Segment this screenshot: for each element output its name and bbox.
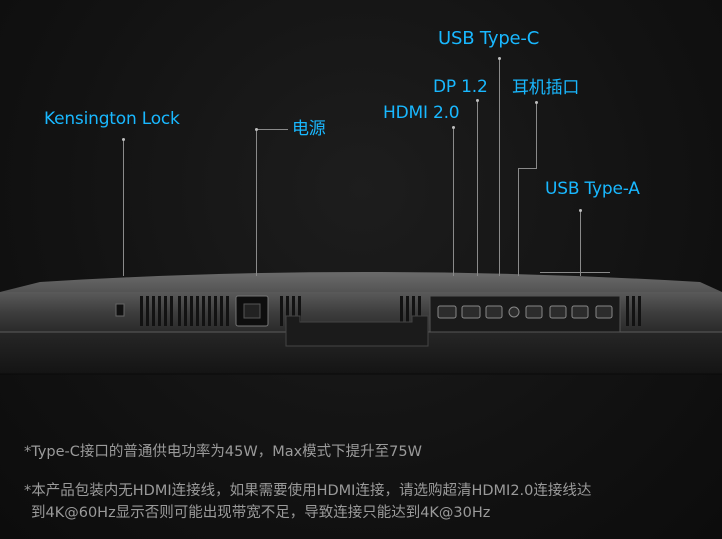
stand-mount bbox=[285, 315, 429, 347]
callout-headphone: 耳机插口 bbox=[512, 78, 580, 98]
vents-right bbox=[626, 296, 641, 326]
callout-usb-type-c: USB Type-C bbox=[438, 28, 540, 49]
leader-hdmi bbox=[453, 127, 454, 276]
note-line-3: 到4K@60Hz显示否则可能出现带宽不足，导致连接只能达到4K@30Hz bbox=[31, 505, 491, 521]
callout-dot bbox=[579, 209, 582, 212]
callout-dot bbox=[452, 126, 455, 129]
callout-usb-type-a: USB Type-A bbox=[545, 179, 640, 199]
callout-dot bbox=[535, 101, 538, 104]
leader-headphone-h bbox=[518, 168, 537, 169]
vents-middle bbox=[280, 296, 421, 326]
ports bbox=[437, 305, 613, 319]
callout-dot bbox=[476, 99, 479, 102]
leader-power-h bbox=[256, 129, 288, 130]
monitor-bottom-ports-illustration bbox=[0, 272, 722, 375]
callout-dp: DP 1.2 bbox=[433, 77, 488, 97]
callout-power: 电源 bbox=[292, 119, 326, 139]
callout-dot bbox=[498, 57, 501, 60]
leader-headphone-v1 bbox=[536, 102, 537, 168]
callout-hdmi: HDMI 2.0 bbox=[383, 103, 460, 123]
vents-left bbox=[140, 296, 229, 326]
leader-usb-c bbox=[499, 58, 500, 276]
callout-kensington: Kensington Lock bbox=[44, 109, 180, 129]
leader-kensington bbox=[123, 139, 124, 276]
callout-dot bbox=[255, 128, 258, 131]
callout-dot bbox=[122, 138, 125, 141]
note-line-1: *Type-C接口的普通供电功率为45W，Max模式下提升至75W bbox=[24, 444, 422, 460]
leader-headphone-v2 bbox=[518, 168, 519, 276]
kensington-slot bbox=[115, 303, 125, 317]
leader-usb-a bbox=[580, 210, 581, 276]
leader-dp bbox=[477, 100, 478, 276]
note-line-2: *本产品包装内无HDMI连接线，如果需要使用HDMI连接，请选购超清HDMI2.… bbox=[24, 483, 592, 499]
leader-usb-a-bracket bbox=[540, 272, 610, 273]
leader-power-v bbox=[256, 129, 257, 276]
ports-panel bbox=[429, 295, 621, 333]
